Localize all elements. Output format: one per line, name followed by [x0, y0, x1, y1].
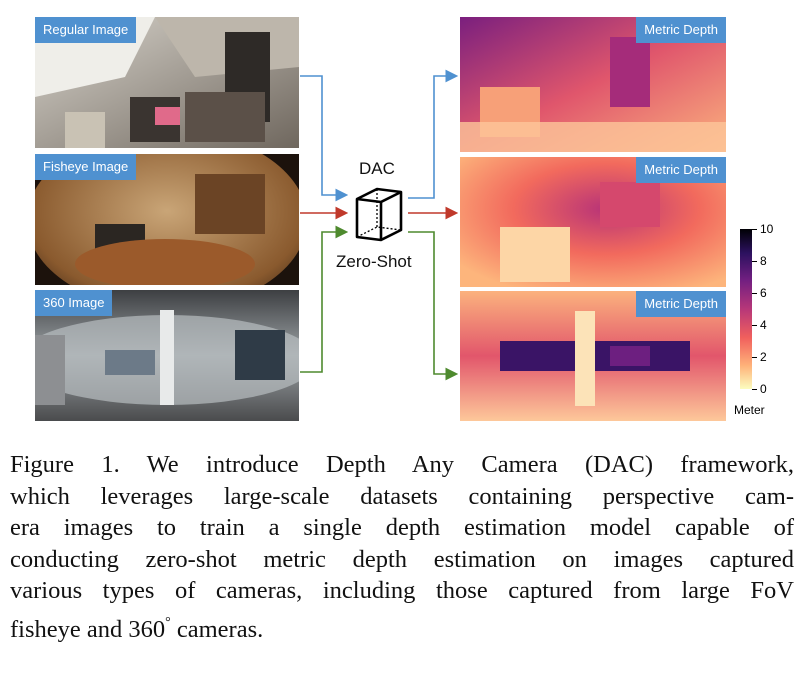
figure-caption: Figure 1. We introduce Depth Any Camera …	[10, 449, 794, 645]
colorbar-tick-mark	[752, 357, 757, 358]
colorbar-tick-label: 0	[760, 382, 767, 396]
caption-line: various types of cameras, including thos…	[10, 577, 794, 604]
regular-to-dac-arrow	[300, 75, 349, 202]
colorbar-tick-mark	[752, 325, 757, 326]
regular-image-illustration	[35, 17, 299, 148]
fisheye-image-label: Fisheye Image	[35, 154, 137, 180]
metric-depth-panel-2: Metric Depth	[460, 157, 726, 287]
caption-line: era images to train a single depth estim…	[10, 514, 794, 541]
regular-image-panel: Regular Image	[35, 17, 299, 148]
colorbar-unit-label: Meter	[734, 403, 765, 417]
dac-to-depth1-arrow	[408, 69, 459, 199]
metric-depth-label-2: Metric Depth	[636, 157, 726, 183]
caption-last-text: fisheye and 360	[10, 615, 166, 643]
360-image-panel: 360 Image	[35, 290, 299, 421]
colorbar-tick-label: 10	[760, 222, 774, 236]
dac-to-depth3-arrow	[408, 231, 459, 381]
metric-depth-label-3: Metric Depth	[636, 291, 726, 317]
zero-shot-label: Zero-Shot	[336, 252, 412, 271]
degree-symbol: °	[165, 614, 171, 630]
colorbar-tick-label: 6	[760, 286, 767, 300]
caption-line: which leverages large-scale datasets con…	[10, 482, 794, 510]
caption-line: conducting zero-shot metric depth estima…	[10, 545, 794, 573]
colorbar-tick-mark	[752, 229, 757, 230]
metric-depth-label-1: Metric Depth	[636, 17, 726, 43]
colorbar-tick-label: 8	[760, 254, 767, 268]
caption-last-suffix: cameras.	[170, 615, 264, 643]
colorbar-tick-label: 2	[760, 350, 767, 364]
cube-icon	[355, 187, 403, 242]
colorbar-tick-mark	[752, 261, 757, 262]
dac-model-name: DAC	[359, 159, 395, 178]
fisheye-image-panel: Fisheye Image	[35, 154, 299, 285]
colorbar-tick-label: 4	[760, 318, 767, 332]
metric-depth-panel-3: Metric Depth	[460, 291, 726, 421]
caption-line: Figure 1. We introduce Depth Any Camera …	[10, 451, 794, 478]
depth-colorbar	[740, 229, 752, 389]
caption-last-line: fisheye and 360° cameras.	[10, 607, 794, 646]
colorbar-tick-mark	[752, 389, 757, 390]
360-image-label: 360 Image	[35, 290, 113, 316]
colorbar-tick-mark	[752, 293, 757, 294]
360-image-illustration	[35, 290, 299, 421]
360-to-dac-arrow	[300, 225, 349, 373]
flow-arrows	[300, 69, 459, 381]
regular-image-label: Regular Image	[35, 17, 137, 43]
metric-depth-panel-1: Metric Depth	[460, 17, 726, 152]
